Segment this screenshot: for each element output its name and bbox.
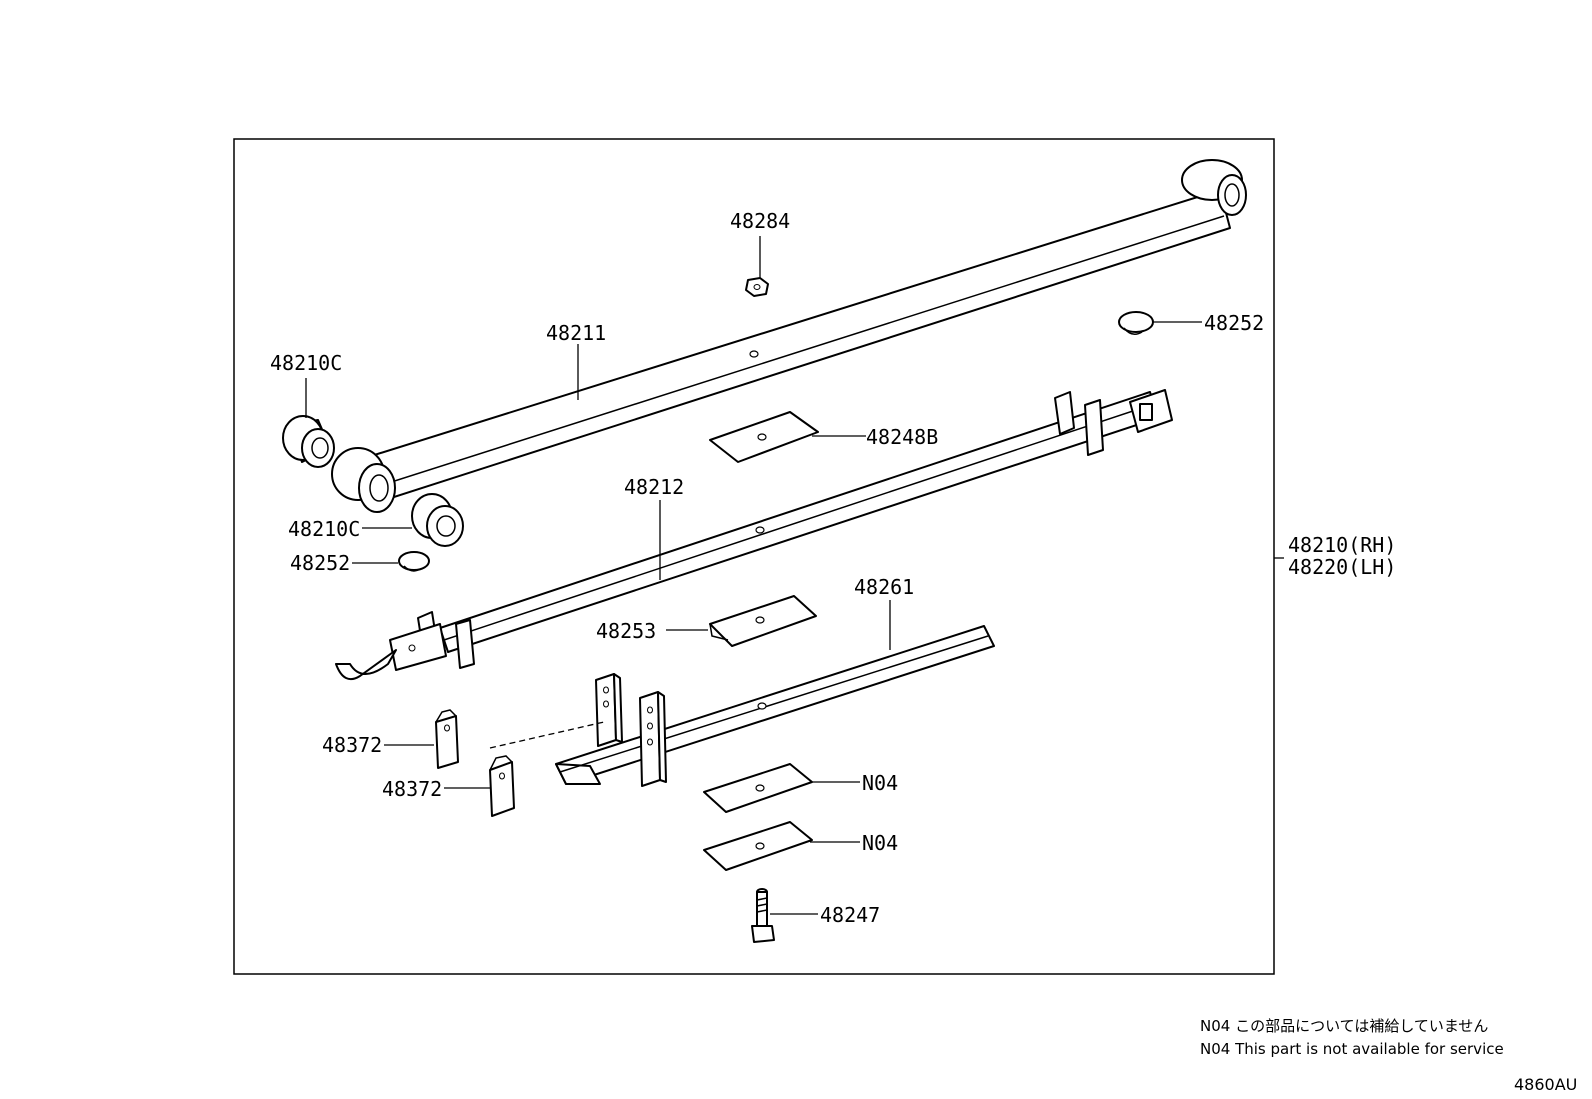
- cap-48252-left: [398, 551, 430, 572]
- clip-48372-b: [489, 755, 515, 817]
- label-48220lh: 48220(LH): [1288, 555, 1396, 579]
- figure-reference: 4860AU: [1514, 1075, 1578, 1094]
- label-n04-b: N04: [862, 831, 898, 855]
- plate-48248b: [709, 411, 819, 463]
- clip-48372-a: [435, 709, 459, 769]
- second-leaf-spring: [335, 389, 1173, 680]
- label-48284: 48284: [730, 209, 790, 233]
- label-48210c-top: 48210C: [270, 351, 342, 375]
- leader-lines: [305, 236, 1284, 915]
- assembly-dashed-line: [489, 721, 605, 749]
- clamp-bracket-front: [639, 691, 667, 787]
- plate-n04-a: [703, 763, 813, 813]
- bushing-48210c-top: [282, 415, 335, 468]
- label-n04-a: N04: [862, 771, 898, 795]
- label-48210c-bottom: 48210C: [288, 517, 360, 541]
- plate-48253: [709, 595, 817, 647]
- cap-48252-right: [1118, 311, 1154, 335]
- plate-n04-b: [703, 821, 813, 871]
- label-48248b: 48248B: [866, 425, 938, 449]
- label-48247: 48247: [820, 903, 880, 927]
- main-leaf-spring: [331, 159, 1247, 513]
- label-48253: 48253: [596, 619, 656, 643]
- label-48211: 48211: [546, 321, 606, 345]
- nut-48284: [745, 277, 769, 297]
- note-english: N04 This part is not available for servi…: [1200, 1040, 1504, 1058]
- label-48252-left: 48252: [290, 551, 350, 575]
- clamp-bracket-rear: [595, 673, 623, 747]
- label-48261: 48261: [854, 575, 914, 599]
- bushing-48210c-bottom: [411, 493, 464, 547]
- label-48372-a: 48372: [322, 733, 382, 757]
- bolt-48247: [751, 888, 775, 943]
- note-japanese: N04 この部品については補給していません: [1200, 1017, 1489, 1035]
- label-48372-b: 48372: [382, 777, 442, 801]
- label-48212: 48212: [624, 475, 684, 499]
- label-48252-right: 48252: [1204, 311, 1264, 335]
- label-48210rh: 48210(RH): [1288, 533, 1396, 557]
- diagram-frame: [233, 138, 1275, 975]
